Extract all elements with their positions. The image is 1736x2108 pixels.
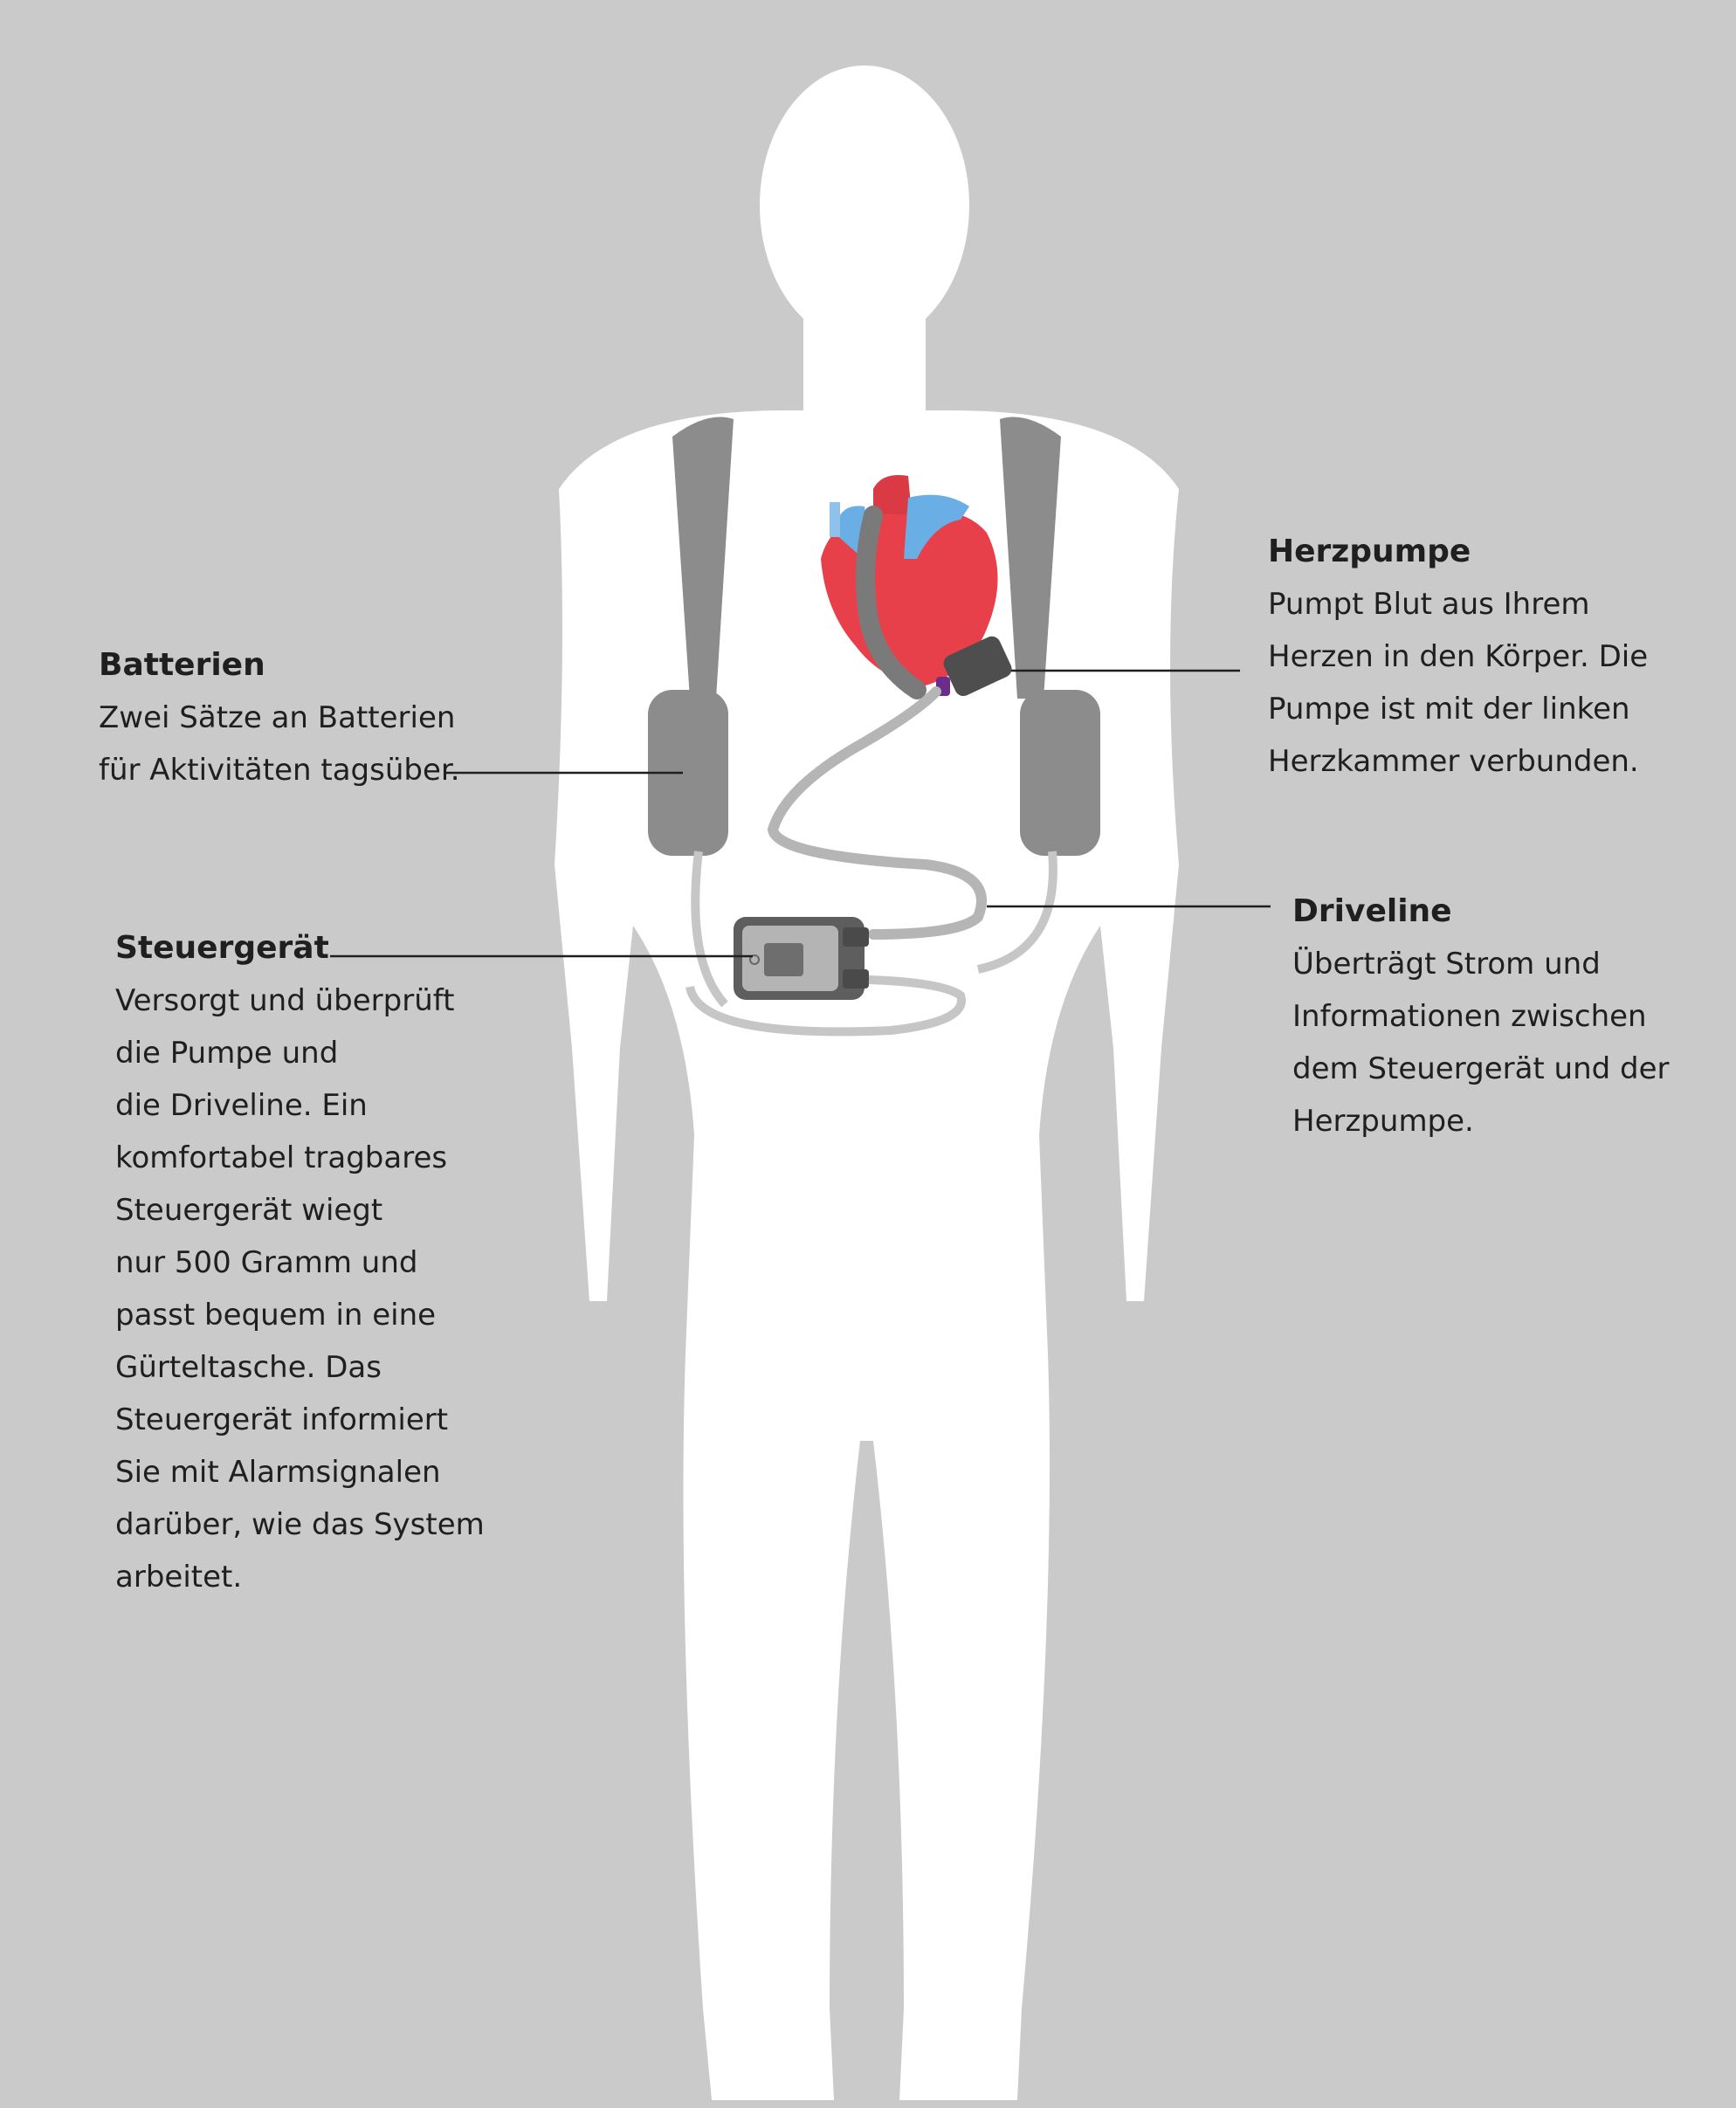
herzpumpe-title: Herzpumpe [1268, 534, 1471, 569]
steuergeraet-title: Steuergerät [115, 930, 329, 966]
herzpumpe-callout: Herzpumpe Pumpt Blut aus Ihrem Herzen in… [1268, 526, 1705, 788]
batterien-title: Batterien [99, 647, 265, 683]
herzpumpe-description: Pumpt Blut aus Ihrem Herzen in den Körpe… [1268, 587, 1649, 779]
heart-pump-icon [856, 506, 1012, 699]
batterien-description: Zwei Sätze an Batterien für Aktivitäten … [99, 700, 460, 788]
steuergeraet-callout: Steuergerät Versorgt und überprüft die P… [115, 922, 499, 1603]
right-battery [1020, 690, 1100, 856]
driveline-callout: Driveline Überträgt Strom und Informatio… [1292, 885, 1703, 1147]
steuergeraet-description: Versorgt und überprüft die Pumpe und die… [115, 983, 485, 1595]
human-silhouette-icon [555, 65, 1179, 2100]
driveline-cable-icon [767, 686, 987, 940]
driveline-title: Driveline [1292, 893, 1452, 929]
batterien-callout: Batterien Zwei Sätze an Batterien für Ak… [99, 639, 465, 796]
battery-pack-icon [648, 417, 1100, 1008]
driveline-description: Überträgt Strom und Informationen zwisch… [1292, 947, 1670, 1139]
leader-lines [330, 669, 1271, 958]
left-battery [648, 690, 728, 856]
controller-device-icon [685, 917, 966, 1037]
